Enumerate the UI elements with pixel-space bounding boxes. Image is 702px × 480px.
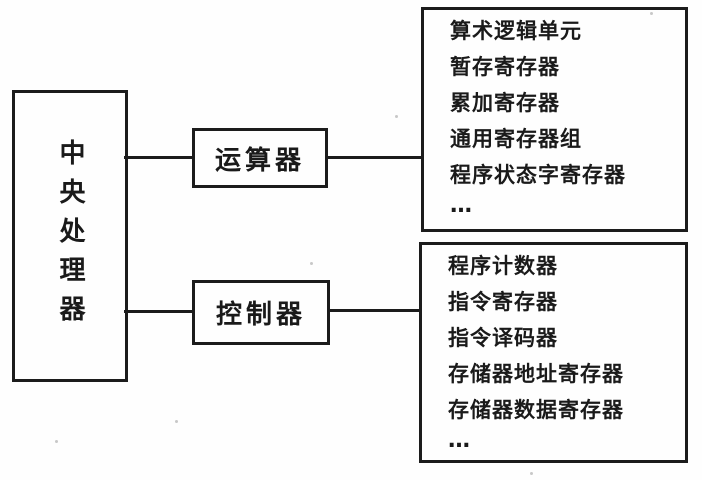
controller-components-box: 程序计数器 指令寄存器 指令译码器 存储器地址寄存器 存储器数据寄存器 … bbox=[419, 242, 688, 463]
alu-box: 运算器 bbox=[192, 128, 328, 188]
list-item: 累加寄存器 bbox=[450, 91, 560, 115]
ellipsis-item: … bbox=[448, 428, 472, 453]
list-item: 存储器地址寄存器 bbox=[448, 362, 624, 386]
alu-label: 运算器 bbox=[214, 145, 305, 176]
scan-speck bbox=[175, 420, 178, 423]
list-item: 指令寄存器 bbox=[448, 290, 558, 314]
list-item: 指令译码器 bbox=[448, 326, 558, 350]
alu-components-box: 算术逻辑单元 暂存寄存器 累加寄存器 通用寄存器组 程序状态字寄存器 … bbox=[421, 7, 688, 232]
controller-label: 控制器 bbox=[215, 300, 306, 330]
cpu-label: 中央处理器 bbox=[55, 138, 85, 334]
list-item: 程序计数器 bbox=[448, 254, 558, 278]
list-item: 暂存寄存器 bbox=[450, 55, 560, 79]
connector-controller-to-components bbox=[328, 309, 421, 312]
controller-box: 控制器 bbox=[192, 280, 330, 345]
scan-speck bbox=[395, 115, 398, 118]
ellipsis-item: … bbox=[450, 193, 474, 218]
cpu-box: 中央处理器 bbox=[12, 90, 128, 382]
list-item: 通用寄存器组 bbox=[450, 127, 582, 151]
connector-cpu-to-controller bbox=[124, 310, 194, 313]
scan-speck bbox=[530, 472, 533, 475]
scan-speck bbox=[310, 262, 313, 265]
connector-alu-to-components bbox=[326, 156, 423, 159]
connector-cpu-to-alu bbox=[124, 156, 194, 159]
scan-speck bbox=[650, 12, 653, 15]
list-item: 程序状态字寄存器 bbox=[450, 163, 626, 187]
scan-speck bbox=[55, 440, 58, 443]
list-item: 存储器数据寄存器 bbox=[448, 398, 624, 422]
list-item: 算术逻辑单元 bbox=[450, 19, 582, 43]
